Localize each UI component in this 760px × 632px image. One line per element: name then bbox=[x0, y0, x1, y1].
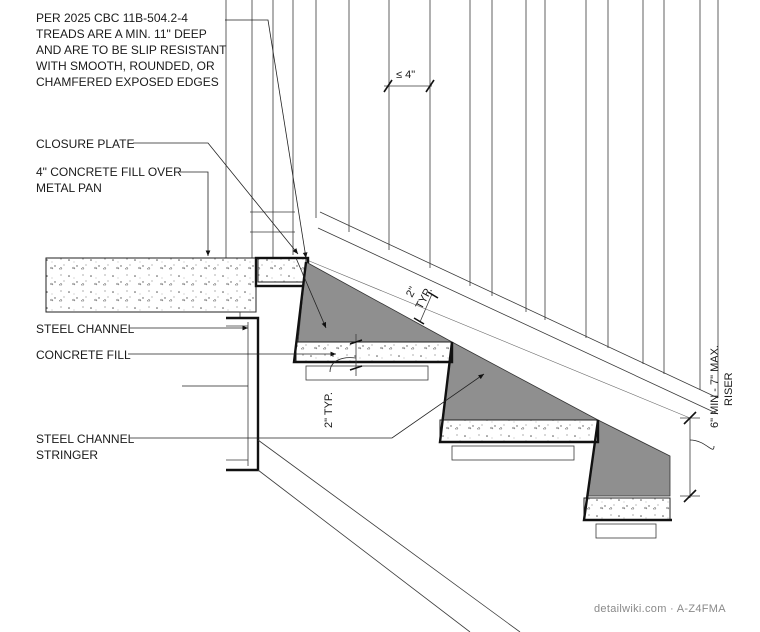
dimension-marks bbox=[329, 79, 715, 503]
landing-slab bbox=[45, 256, 310, 319]
closure-plate-label: CLOSURE PLATE bbox=[36, 137, 134, 151]
concrete-fill-over-pan-label-1: 4" CONCRETE FILL OVER bbox=[36, 165, 182, 179]
concrete-fill-over-pan-label-2: METAL PAN bbox=[36, 181, 102, 195]
steel-channel-label: STEEL CHANNEL bbox=[36, 322, 135, 336]
tread-note-line-2: TREADS ARE A MIN. 11" DEEP bbox=[36, 27, 207, 41]
tread-note-line-5: CHAMFERED EXPOSED EDGES bbox=[36, 75, 219, 89]
stair-treads bbox=[292, 261, 672, 539]
tread-gap-text: 2" TYP. bbox=[323, 392, 335, 428]
riser-height-text-2: RISER bbox=[723, 372, 735, 406]
steel-channel-stringer-label-1: STEEL CHANNEL bbox=[36, 432, 135, 446]
tread-gap-dim: 2" TYP. bbox=[323, 392, 335, 428]
guard-balusters bbox=[225, 0, 719, 419]
nosing-dim: 2" TYP. bbox=[404, 285, 435, 311]
baluster-spacing-dim: ≤ 4" bbox=[396, 69, 415, 81]
steel-channel-stringer-label-2: STRINGER bbox=[36, 448, 98, 462]
riser-dim: 6" MIN - 7" MAX. RISER bbox=[709, 345, 735, 428]
watermark: detailwiki.com · A-Z4FMA bbox=[594, 603, 726, 615]
tread-note-line-3: AND ARE TO BE SLIP RESISTANT bbox=[36, 43, 227, 57]
riser-height-text-1: 6" MIN - 7" MAX. bbox=[709, 345, 721, 428]
concrete-fill-label: CONCRETE FILL bbox=[36, 348, 131, 362]
tread-note-line-4: WITH SMOOTH, ROUNDED, OR bbox=[36, 59, 215, 73]
tread-note-line-1: PER 2025 CBC 11B-504.2-4 bbox=[36, 11, 188, 25]
leader-lines bbox=[128, 19, 485, 439]
steel-channel bbox=[226, 316, 260, 472]
tread-note: PER 2025 CBC 11B-504.2-4 TREADS ARE A MI… bbox=[36, 11, 227, 89]
